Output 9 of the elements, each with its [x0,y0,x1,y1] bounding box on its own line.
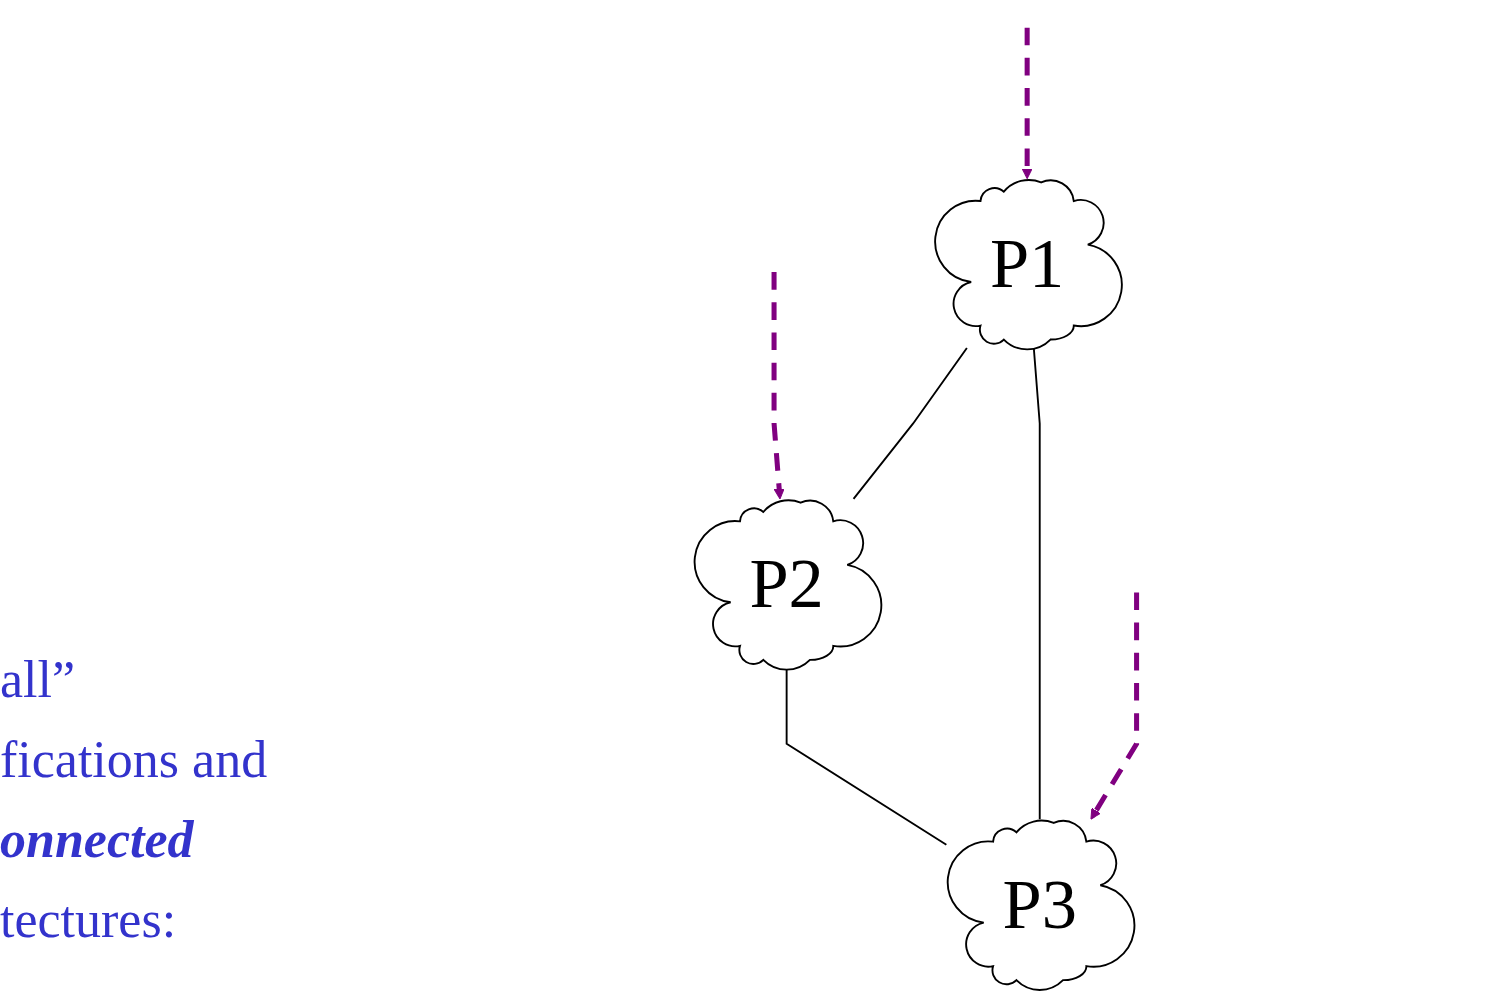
text-line: onnected [0,810,195,870]
text-line: fications and [0,730,269,790]
text-line: tectures: [0,890,178,950]
arrow [771,272,785,500]
arrow [1090,592,1140,820]
arrow [1021,27,1033,180]
connector [852,347,968,500]
connector [1032,347,1041,821]
text-line: all” [0,650,77,710]
